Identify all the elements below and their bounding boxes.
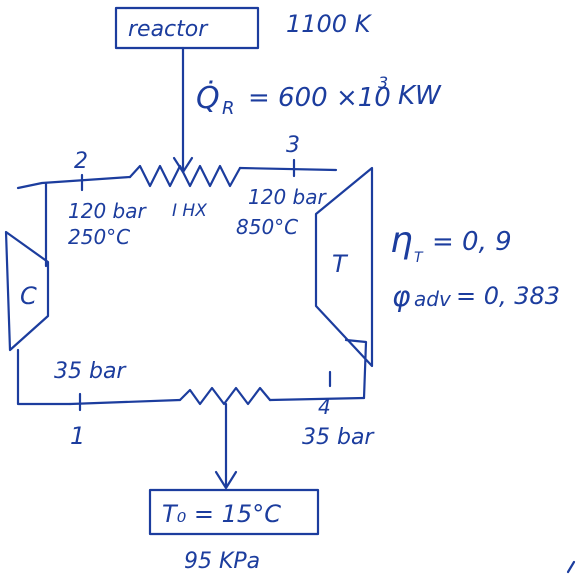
heat-input-subscript: R [222,98,235,119]
top-wire-left [16,175,132,190]
phi-symbol: φ [392,280,411,313]
state-3-pressure: 120 bar [248,185,327,209]
cooler-zigzag [178,386,272,406]
environment-temperature: T₀ = 15°C [162,500,281,528]
state-4-pressure: 35 bar [302,425,375,450]
heat-rejection-arrow-head [214,470,238,490]
heat-exchanger-label: I HX [172,201,207,221]
heat-input-exponent: 3 [378,73,388,92]
state-4-number: 4 [318,395,331,419]
reactor-temperature: 1100 K [286,10,373,38]
state-3-temperature: 850°C [236,215,298,239]
top-wire-right [238,166,338,172]
turbine-efficiency-symbol: η [390,220,413,261]
bottom-wire-left [68,398,182,406]
phi-subscript: adv [414,287,452,311]
phi-value: = 0, 383 [456,282,560,310]
state-1-number: 1 [70,422,85,450]
heat-input-value: = 600 ×10 [248,83,391,113]
turbine-label: T [332,250,349,278]
heat-input-symbol: Q̇ [196,81,220,116]
environment-box [148,488,320,536]
state-3-number: 3 [286,133,300,158]
turbine-shape [314,166,374,368]
reactor-box [114,6,260,50]
heat-input-unit: KW [398,81,442,111]
bottom-wire-right [268,396,366,402]
environment-pressure: 95 KPa [184,549,260,574]
left-wire-lower [16,348,72,406]
reactor-label: reactor [128,17,209,42]
compressor-shape [4,230,50,352]
right-wire [344,338,368,400]
turbine-efficiency-value: = 0, 9 [432,227,512,257]
state-2-temperature: 250°C [68,225,130,249]
state-2-pressure: 120 bar [68,199,147,223]
pen-mark [566,560,576,574]
hx-zigzag [128,164,242,188]
compressor-label: C [20,282,37,310]
turbine-efficiency-subscript: T [414,250,424,266]
state-1-pressure: 35 bar [54,359,127,384]
state-2-number: 2 [74,149,88,174]
